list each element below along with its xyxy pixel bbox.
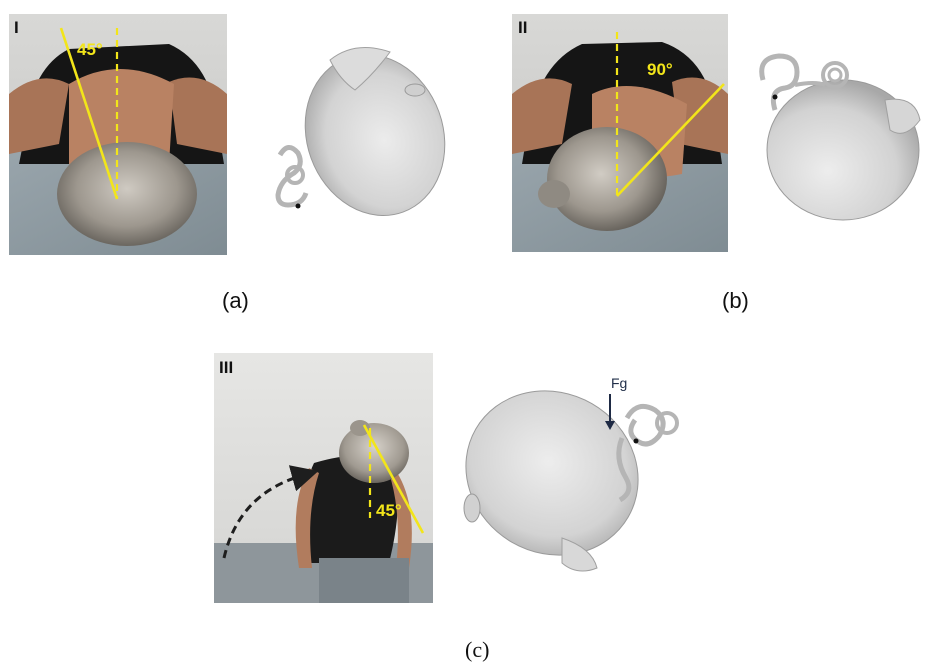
rotation-solid-line (617, 84, 724, 196)
angle-label: 90° (647, 60, 673, 79)
panel-numeral: III (219, 358, 233, 378)
inner-ear-icon (278, 147, 306, 208)
head-3d-icon (283, 35, 465, 236)
gravity-arrow-icon (603, 393, 617, 431)
caption-a: (a) (222, 288, 249, 314)
angle-label: 45° (77, 40, 103, 59)
panel-c-head-model (462, 378, 702, 578)
caption-b: (b) (722, 288, 749, 314)
movement-arrow (224, 475, 304, 558)
force-label: Fg (611, 375, 627, 391)
panel-a-head-model (255, 30, 465, 240)
panel-numeral: I (14, 18, 19, 38)
panel-b-head-model (745, 40, 925, 230)
panel-c-guides: 45° (214, 353, 433, 603)
panel-a-guides: 45° (9, 14, 227, 255)
panel-b-guides: 90° (512, 14, 728, 252)
head-3d-icon (767, 80, 920, 220)
caption-c: (c) (465, 637, 489, 663)
panel-numeral: II (518, 18, 527, 38)
angle-label: 45° (376, 501, 402, 520)
